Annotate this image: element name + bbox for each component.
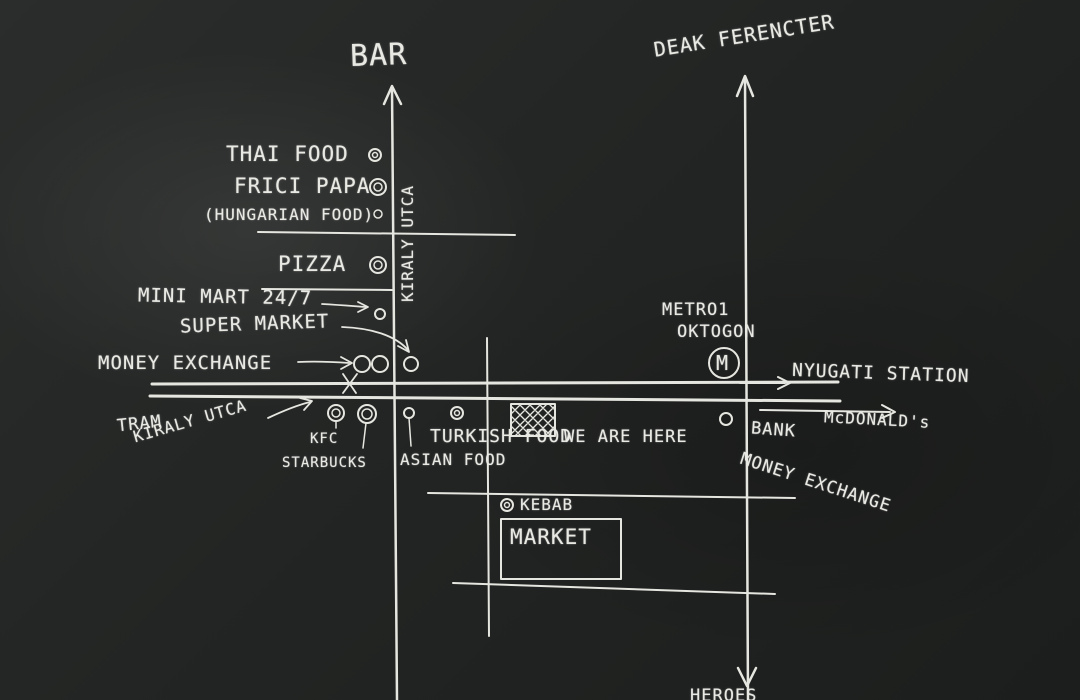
boulevard-line-bottom [148,394,842,403]
label-metro-station: OKTOGON [677,322,756,342]
arrow-up-bar [382,84,403,106]
label-market: MARKET [510,525,592,549]
turkish-food-marker-inner [453,409,461,417]
arrow-money-exchange-head [340,356,353,370]
thai-food-marker [368,148,382,162]
hungarian-marker [373,209,383,219]
arrow-mcdonalds-head [881,404,896,419]
starbucks-marker-stem [362,422,367,449]
metro-symbol-letter: M [716,351,729,375]
arrow-mcdonalds-shaft [759,409,891,413]
label-turkish-food: TURKISH FOOD [430,426,573,447]
label-hungarian-food: (HUNGARIAN FOOD) [204,205,375,224]
kebab-marker-inner [503,501,511,509]
street-cross-2 [261,288,393,291]
asian-food-marker-stem [408,417,412,447]
market-box [500,518,622,580]
arrow-super-market [341,326,409,351]
starbucks-marker-inner [361,408,373,420]
arrow-mini-mart-head [357,301,369,313]
street-lower-2 [452,582,776,595]
arrow-super-market-head [397,339,410,353]
bank-marker [719,412,733,426]
label-asian-food: ASIAN FOOD [400,450,507,469]
label-money-exchange-left: MONEY EXCHANGE [98,352,273,374]
arrow-tram-head [299,397,313,411]
pizza-marker [369,256,387,274]
label-mini-mart: MINI MART 24/7 [137,284,313,310]
street-right-vertical [743,76,750,700]
street-lower-1 [427,492,796,499]
arrow-money-exchange [297,360,350,364]
frici-papa-marker [369,178,387,196]
arrow-mini-mart [321,303,367,308]
asian-food-marker [403,407,415,419]
label-kebab: KEBAB [520,495,574,514]
label-kfc: KFC [310,431,339,447]
label-bank: BANK [750,418,797,442]
money-exchange-marker-b [371,355,389,373]
label-starbucks: STARBUCKS [282,455,367,471]
mini-mart-marker [374,308,386,320]
pizza-marker-inner [373,260,383,270]
we-are-here-hatch [510,403,556,437]
arrow-nyugati-head [777,376,791,390]
thai-food-marker-inner [371,151,379,159]
label-bar: BAR [349,37,408,74]
kfc-marker-inner [331,408,341,418]
label-thai-food: THAI FOOD [226,142,349,166]
arrow-down-heroes [736,666,758,688]
metro-symbol-circle [708,347,740,379]
kebab-marker [500,498,514,512]
money-exchange-marker-a [353,355,371,373]
boulevard-line-top [150,380,840,386]
kfc-marker [327,404,345,422]
label-kiraly-utca-street: KIRALY UTCA [398,185,417,302]
tram-stop-cross-b [342,373,358,394]
frici-papa-marker-inner [373,182,383,192]
label-frici-papa: FRICI PAPA [234,174,371,198]
label-heroes-cut-off: HEROES [690,686,758,700]
label-metro-line: METRO1 [662,300,730,320]
super-market-marker [403,356,419,372]
arrow-tram [267,401,311,419]
turkish-food-marker [450,406,464,420]
arrow-up-deak [735,74,755,98]
street-kiraly-vertical [390,86,399,700]
starbucks-marker [357,404,377,424]
label-we-are-here: WE ARE HERE [564,427,688,447]
label-pizza: PIZZA [278,252,347,276]
street-cross-1 [257,231,516,236]
street-middle-vertical [486,337,490,637]
